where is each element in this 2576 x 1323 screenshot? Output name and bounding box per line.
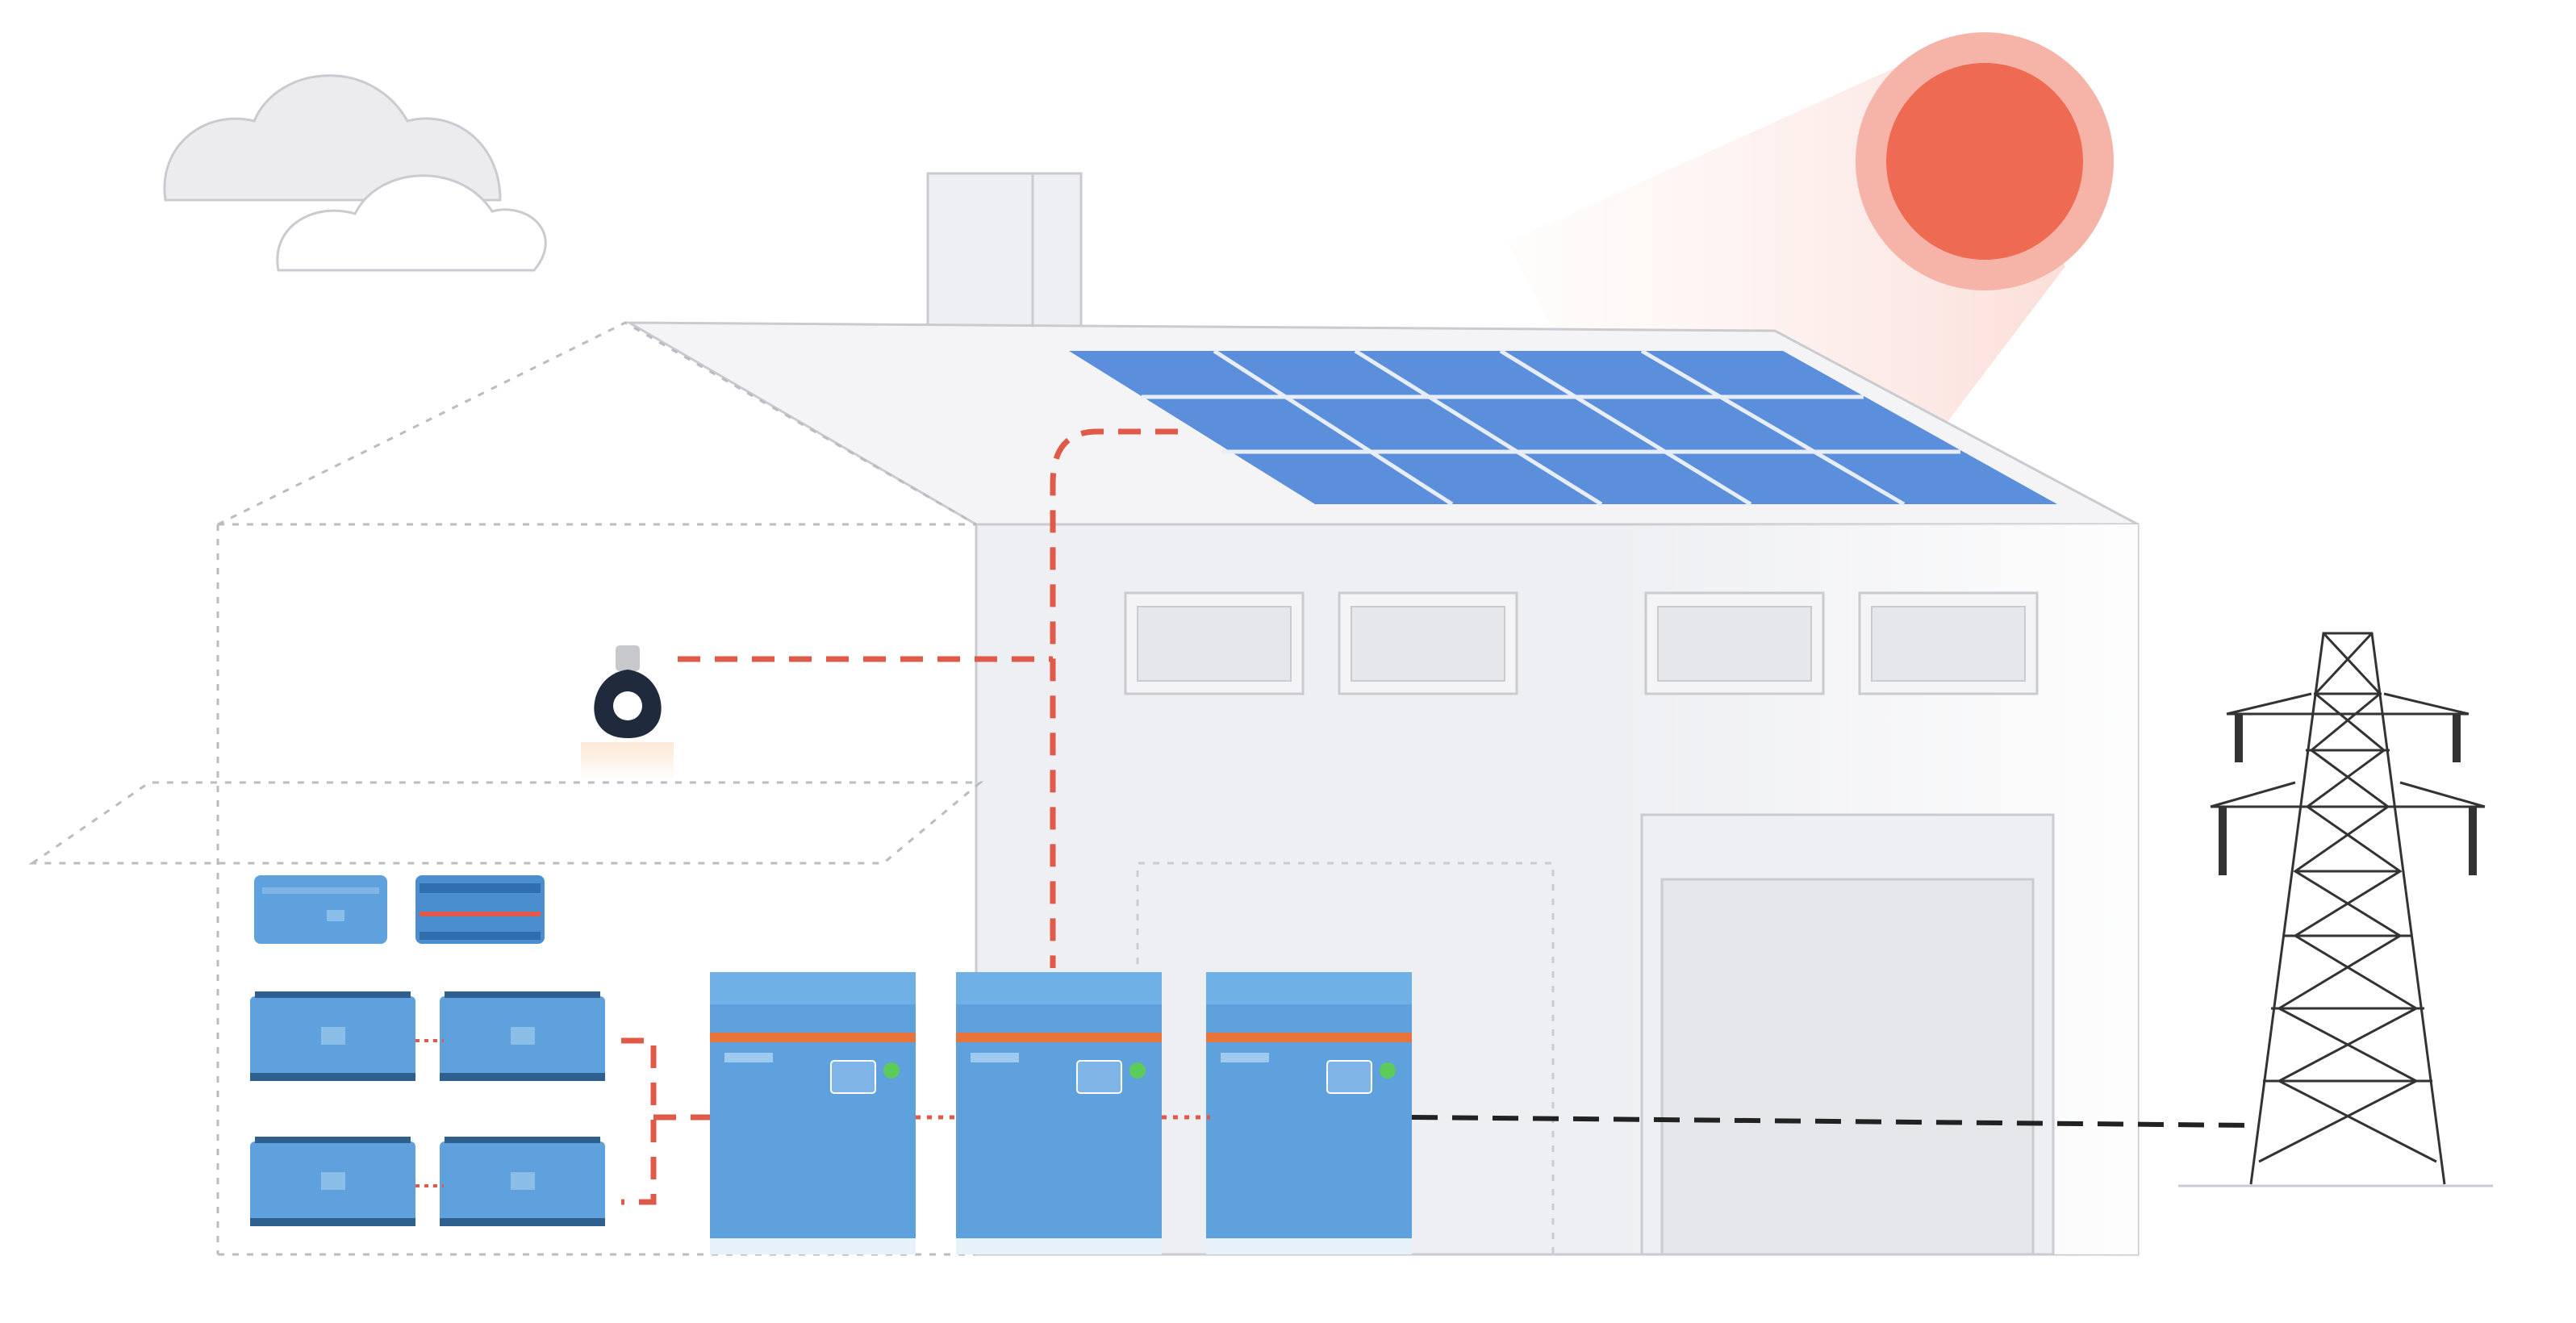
inverter-bank	[710, 972, 1412, 1254]
inverter-charger	[710, 972, 916, 1254]
solar-panel-array	[1069, 348, 2057, 507]
sun	[1856, 32, 2114, 290]
battery-pack	[250, 1137, 415, 1226]
inverter-charger	[1206, 972, 1412, 1254]
battery-pack	[440, 1137, 605, 1226]
light-bulb-icon	[581, 645, 674, 783]
dc-wiring	[621, 428, 1178, 1205]
window	[1858, 591, 2039, 695]
window	[1644, 591, 1825, 695]
window	[1338, 591, 1518, 695]
charge-controller	[415, 875, 545, 944]
ac-grid-wire	[1411, 1115, 2252, 1128]
inverter-charger	[956, 972, 1162, 1254]
cloud-right	[276, 174, 547, 272]
battery-links	[415, 1039, 444, 1187]
battery-pack	[440, 991, 605, 1081]
window	[1124, 591, 1305, 695]
battery-pack	[250, 991, 415, 1081]
window-row	[1124, 591, 2039, 695]
cloud-left	[163, 74, 502, 202]
chimney	[926, 172, 1083, 332]
transmission-tower-icon	[2178, 632, 2493, 1187]
charge-controller	[254, 875, 387, 944]
battery-bank	[250, 991, 605, 1226]
garage-door	[1640, 813, 2055, 1256]
charge-controller-group	[254, 875, 545, 944]
